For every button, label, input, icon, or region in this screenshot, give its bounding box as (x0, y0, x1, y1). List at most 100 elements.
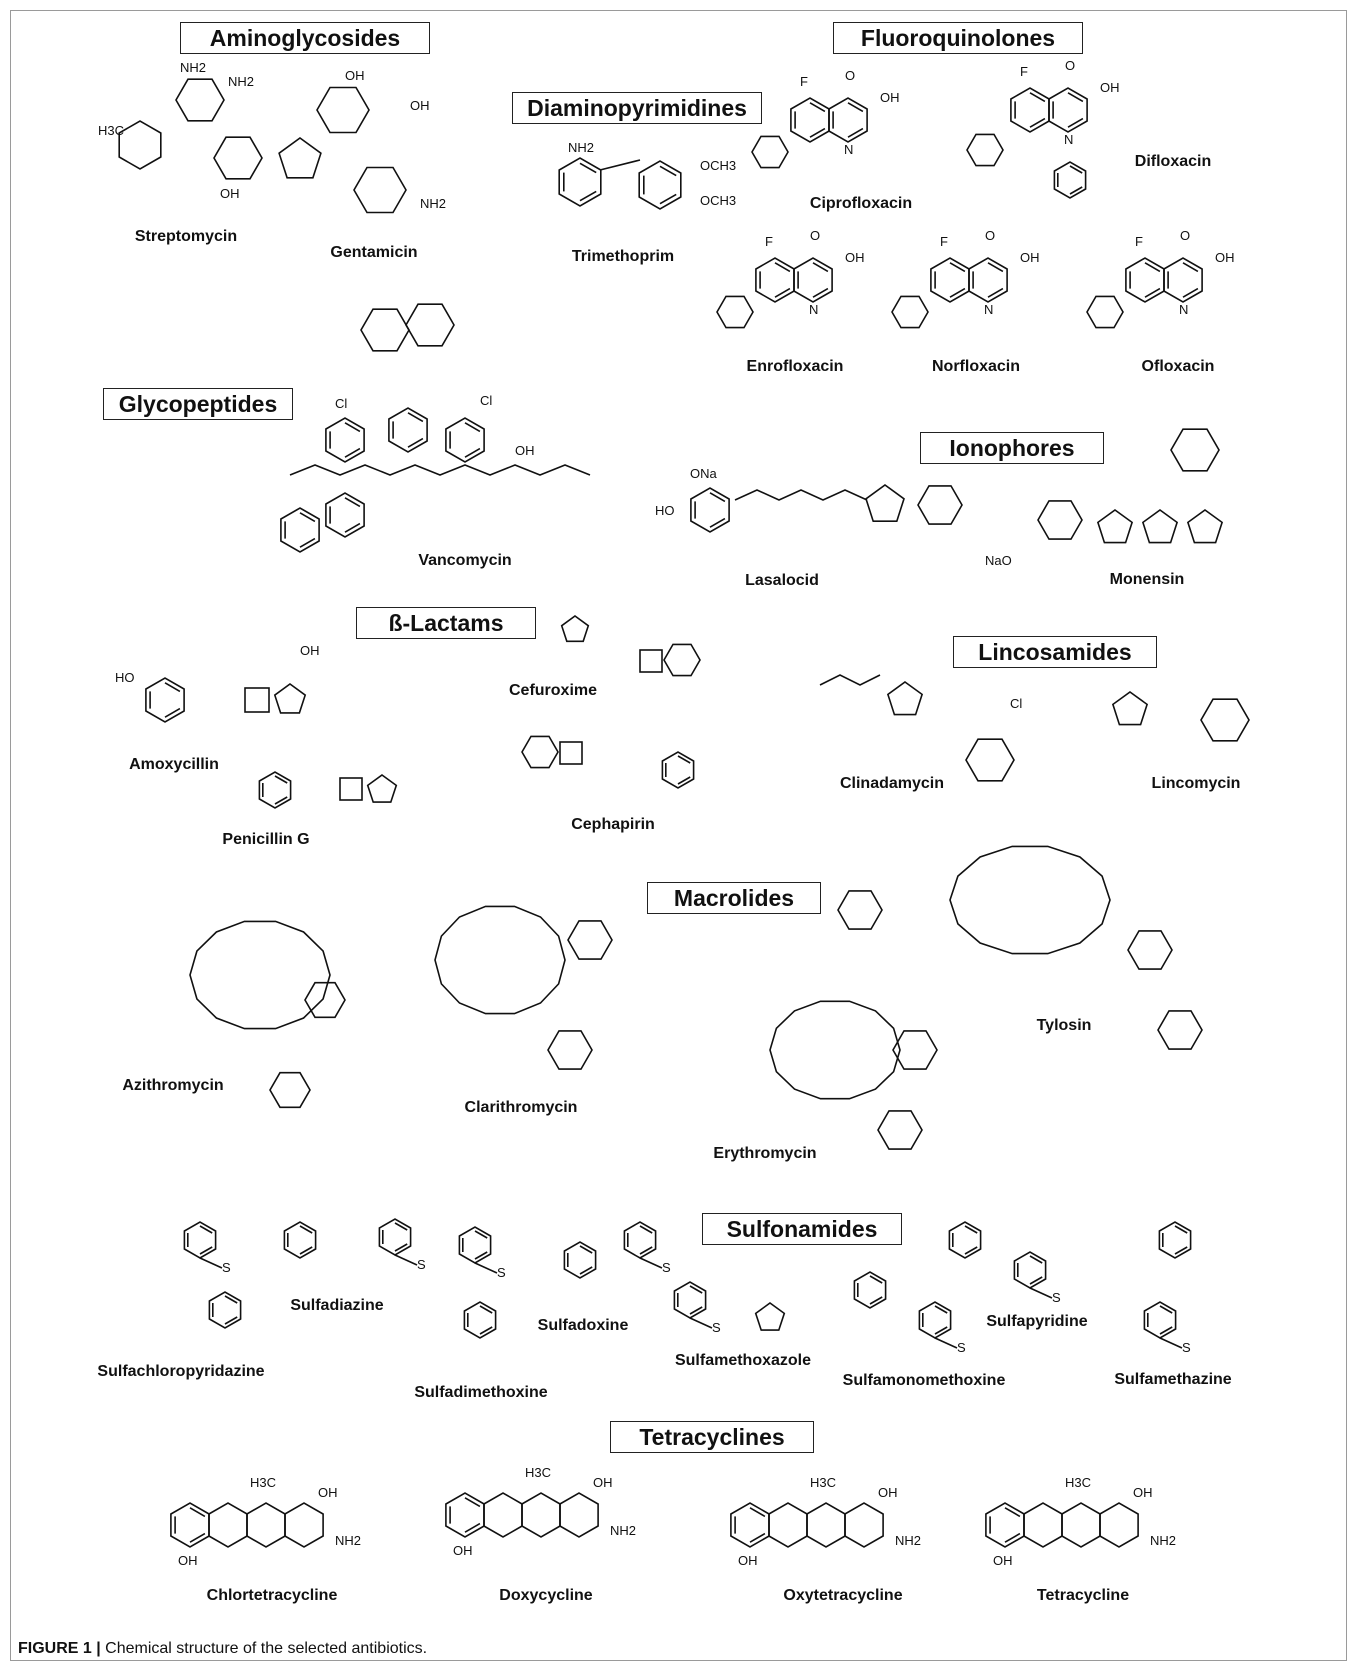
sulfapyridine-pyridine-double-bond (964, 1225, 978, 1234)
trimethoprim-linker (599, 159, 641, 171)
streptomycin-ring-c (213, 136, 263, 180)
difloxacin-ring-b-double-bond (1067, 117, 1084, 128)
atom-s: S (1182, 1340, 1191, 1355)
atom-s: S (662, 1260, 671, 1275)
tetracycline-ring-b (1023, 1502, 1063, 1548)
sulfamethoxazole-aniline-double-bond (689, 1285, 703, 1294)
clinadamycin-sugar (965, 738, 1015, 782)
cefuroxime-dihydrothiazine (663, 643, 701, 677)
chlortetracycline-ring-c (246, 1502, 286, 1548)
ciprofloxacin-ring-b-double-bond (847, 102, 864, 113)
vancomycin-ring-b-double-bond (407, 412, 424, 423)
penicillin-g-phenyl-double-bond (274, 775, 288, 784)
name-cephapirin: Cephapirin (571, 816, 655, 833)
doxycycline-ring-c (521, 1492, 561, 1538)
difloxacin-fluorophenyl (1053, 161, 1087, 199)
atom-h3c: H3C (250, 1475, 276, 1490)
sulfachloropyridazine-pyridazine-double-bond (224, 1295, 238, 1304)
atom-s: S (222, 1260, 231, 1275)
name-sulfadiazine: Sulfadiazine (290, 1297, 384, 1314)
chlortetracycline-ring-a-double-bond (189, 1532, 206, 1543)
atom-n: N (1064, 132, 1073, 147)
atom-f: F (1135, 234, 1143, 249)
vancomycin-backbone (289, 464, 591, 476)
vancomycin-ring-c (445, 417, 485, 463)
sulfadiazine-aniline-double-bond (394, 1243, 408, 1252)
streptomycin-ring-a (118, 120, 162, 170)
atom-s: S (712, 1320, 721, 1335)
sulfachloropyridazine-aniline (183, 1221, 217, 1259)
oxytetracycline-ring-d (844, 1502, 884, 1548)
cefuroxime-furan (560, 615, 590, 643)
vancomycin-ring-c-double-bond (464, 447, 481, 458)
sulfadimethoxine-aniline-double-bond (474, 1251, 488, 1260)
difloxacin-fluorophenyl-double-bond (1069, 186, 1083, 195)
atom-o: O (1065, 58, 1075, 73)
norfloxacin-ring-a-double-bond (949, 287, 966, 298)
trimethoprim-pyrimidine-double-bond (579, 190, 597, 202)
sulfamethazine-aniline-double-bond (1159, 1305, 1173, 1314)
vancomycin-ring-e (325, 492, 365, 538)
ciprofloxacin-ring-b-double-bond (847, 127, 864, 138)
tetracycline-ring-c (1061, 1502, 1101, 1548)
cefuroxime-beta-lactam (639, 649, 663, 673)
sulfadiazine-pyrimidine (283, 1221, 317, 1259)
cephapirin-beta-lactam (559, 741, 583, 765)
atom-s: S (497, 1265, 506, 1280)
norfloxacin-piperazine (891, 295, 929, 329)
name-lincomycin: Lincomycin (1151, 775, 1241, 792)
name-difloxacin: Difloxacin (1134, 153, 1212, 170)
sulfamonomethoxine-pyrimidine (853, 1271, 887, 1309)
name-erythromycin: Erythromycin (713, 1145, 817, 1162)
atom-oh: OH (345, 68, 365, 83)
norfloxacin-ring-a (930, 257, 970, 303)
enrofloxacin-ring-a-double-bond (774, 287, 791, 298)
sulfadimethoxine-pyrimidine-double-bond (479, 1305, 493, 1314)
figure-frame (10, 10, 1347, 1661)
amoxycillin-phenol (145, 677, 185, 723)
chlortetracycline-ring-d (284, 1502, 324, 1548)
ciprofloxacin-piperazine (751, 135, 789, 169)
lasalocid-benzene-double-bond (709, 492, 726, 503)
atom-n: N (984, 302, 993, 317)
sulfamethazine-pyrimidine-double-bond (1174, 1246, 1188, 1255)
atom-ona: ONa (690, 466, 718, 481)
monensin-ring-c (1141, 509, 1179, 544)
name-penicillin-g: Penicillin G (222, 831, 310, 848)
difloxacin-piperazine (966, 133, 1004, 167)
sulfamethazine-pyrimidine-double-bond (1174, 1225, 1188, 1234)
figure-caption: FIGURE 1 | Chemical structure of the sel… (18, 1640, 427, 1658)
ofloxacin-ring-a-double-bond (1144, 262, 1161, 273)
atom-o: O (1180, 228, 1190, 243)
sulfachloropyridazine-pyridazine (208, 1291, 242, 1329)
amoxycillin-phenol-double-bond (164, 682, 181, 693)
sulfadoxine-aniline-double-bond (639, 1246, 653, 1255)
clinadamycin-propyl (819, 674, 881, 686)
tetracycline-ring-a (985, 1502, 1025, 1548)
trimethoprim-pyrimidine (558, 157, 602, 207)
sulfapyridine-aniline-double-bond (1029, 1255, 1043, 1264)
lasalocid-thf (865, 484, 905, 523)
name-tylosin: Tylosin (1036, 1017, 1092, 1034)
ciprofloxacin-ring-a-double-bond (809, 102, 826, 113)
atom-oh: OH (880, 90, 900, 105)
amoxycillin-phenol-double-bond (164, 707, 181, 718)
atom-oh: OH (300, 643, 320, 658)
caption-label: FIGURE 1 | (18, 1640, 101, 1657)
atom-o: O (810, 228, 820, 243)
name-clarithromycin: Clarithromycin (464, 1099, 578, 1116)
atom-oh: OH (1100, 80, 1120, 95)
sulfamethazine-aniline (1143, 1301, 1177, 1339)
doxycycline-ring-a-double-bond (464, 1522, 481, 1533)
chlortetracycline-ring-a (170, 1502, 210, 1548)
sulfadiazine-sulfonyl-bond (394, 1254, 418, 1266)
name-lasalocid: Lasalocid (745, 572, 819, 589)
sulfadiazine-pyrimidine-double-bond (299, 1225, 313, 1234)
class-glycopeptides: Glycopeptides (103, 388, 293, 420)
ofloxacin-ring-a (1125, 257, 1165, 303)
sulfamonomethoxine-aniline-double-bond (934, 1305, 948, 1314)
lasalocid-benzene-double-bond (709, 517, 726, 528)
sulfadoxine-pyrimidine-double-bond (579, 1245, 593, 1254)
tylosin-macrocycle (949, 845, 1111, 955)
norfloxacin-ring-b-double-bond (987, 262, 1004, 273)
